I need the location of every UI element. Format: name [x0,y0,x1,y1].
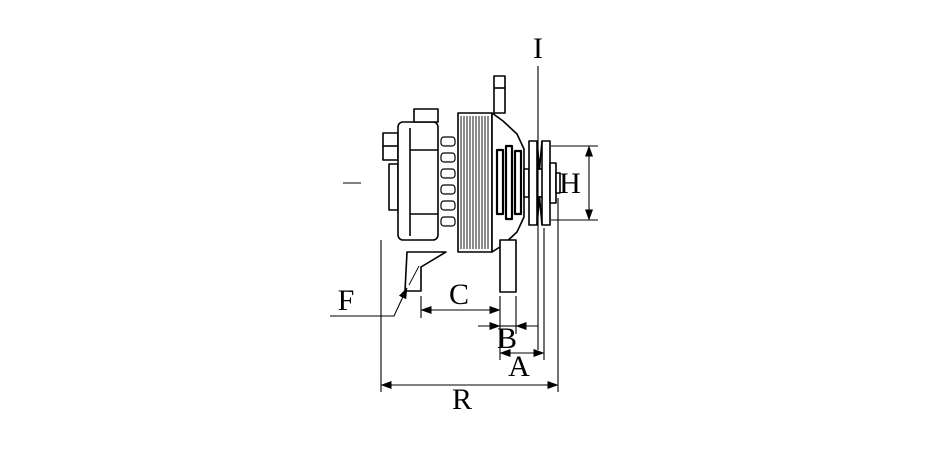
dim-label-b: B [497,322,517,355]
pulley [528,140,561,226]
dimension-c [420,296,501,318]
dim-label-f: F [338,284,355,317]
leader-f [330,287,408,317]
rear-mounting-leg [404,251,447,292]
rear-bracket [397,108,439,241]
mounting-legs [404,239,517,293]
dim-label-i: I [533,32,543,65]
stator-fins [457,112,493,253]
dimension-labels: I H F C B A R [338,32,581,416]
shaft-nut [555,172,561,194]
dim-label-r: R [452,383,472,416]
dimensions [330,66,598,392]
front-mounting-leg [499,239,517,293]
rear-vent-slots [440,136,456,227]
front-vent-slots [495,144,523,221]
alternator-drawing [382,75,561,293]
dim-label-h: H [559,167,581,200]
pulley-left-flange [528,140,538,226]
pulley-hub [549,162,557,204]
dim-label-c: C [449,278,469,311]
dimension-h [551,145,598,221]
pulley-right-flange [541,140,551,226]
dimension-b [478,296,538,334]
dim-label-a: A [508,350,530,383]
front-bracket [491,112,525,253]
dimension-a [499,228,545,360]
top-terminal-stud [493,75,506,114]
